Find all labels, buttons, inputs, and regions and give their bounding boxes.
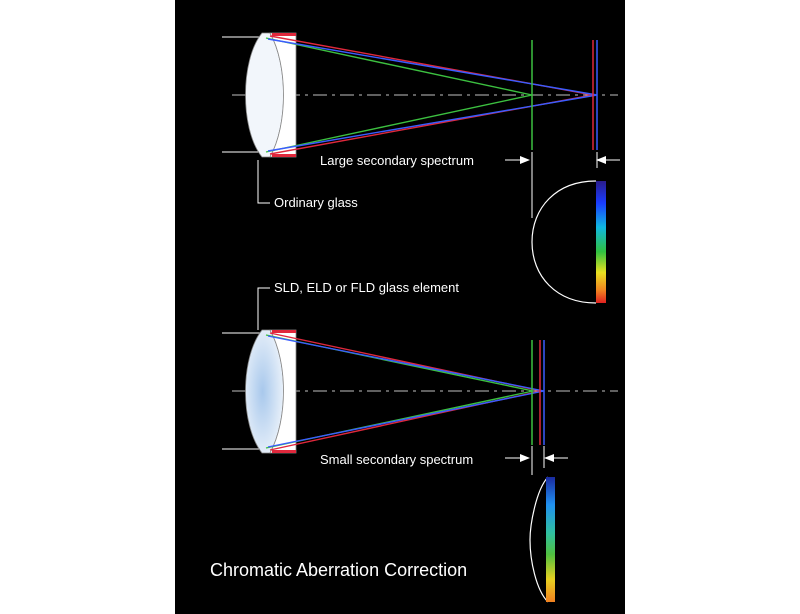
- lens-edge-red-top: [272, 33, 296, 36]
- label-special-glass: SLD, ELD or FLD glass element: [274, 280, 459, 295]
- ray-bundle-top: [265, 35, 598, 155]
- label-small-secondary-spectrum: Small secondary spectrum: [320, 452, 473, 467]
- spectrum-bar-large: [596, 181, 606, 303]
- diagram-title: Chromatic Aberration Correction: [210, 560, 467, 580]
- spectrum-curve-small: [529, 476, 549, 603]
- ordinary-glass-leader: [257, 160, 270, 204]
- lens-edge-red-bottom: [272, 154, 296, 157]
- special-glass-diagram: SLD, ELD or FLD glass element Small seco…: [222, 280, 618, 603]
- label-ordinary-glass: Ordinary glass: [274, 195, 358, 210]
- ordinary-glass-diagram: Large secondary spectrum Ordinary glass: [222, 32, 620, 304]
- spectrum-bar-small: [546, 477, 555, 602]
- label-large-secondary-spectrum: Large secondary spectrum: [320, 153, 474, 168]
- ray-bundle-bottom: [265, 332, 545, 451]
- spectrum-curve-large: [531, 180, 597, 304]
- special-glass-leader: [257, 287, 270, 330]
